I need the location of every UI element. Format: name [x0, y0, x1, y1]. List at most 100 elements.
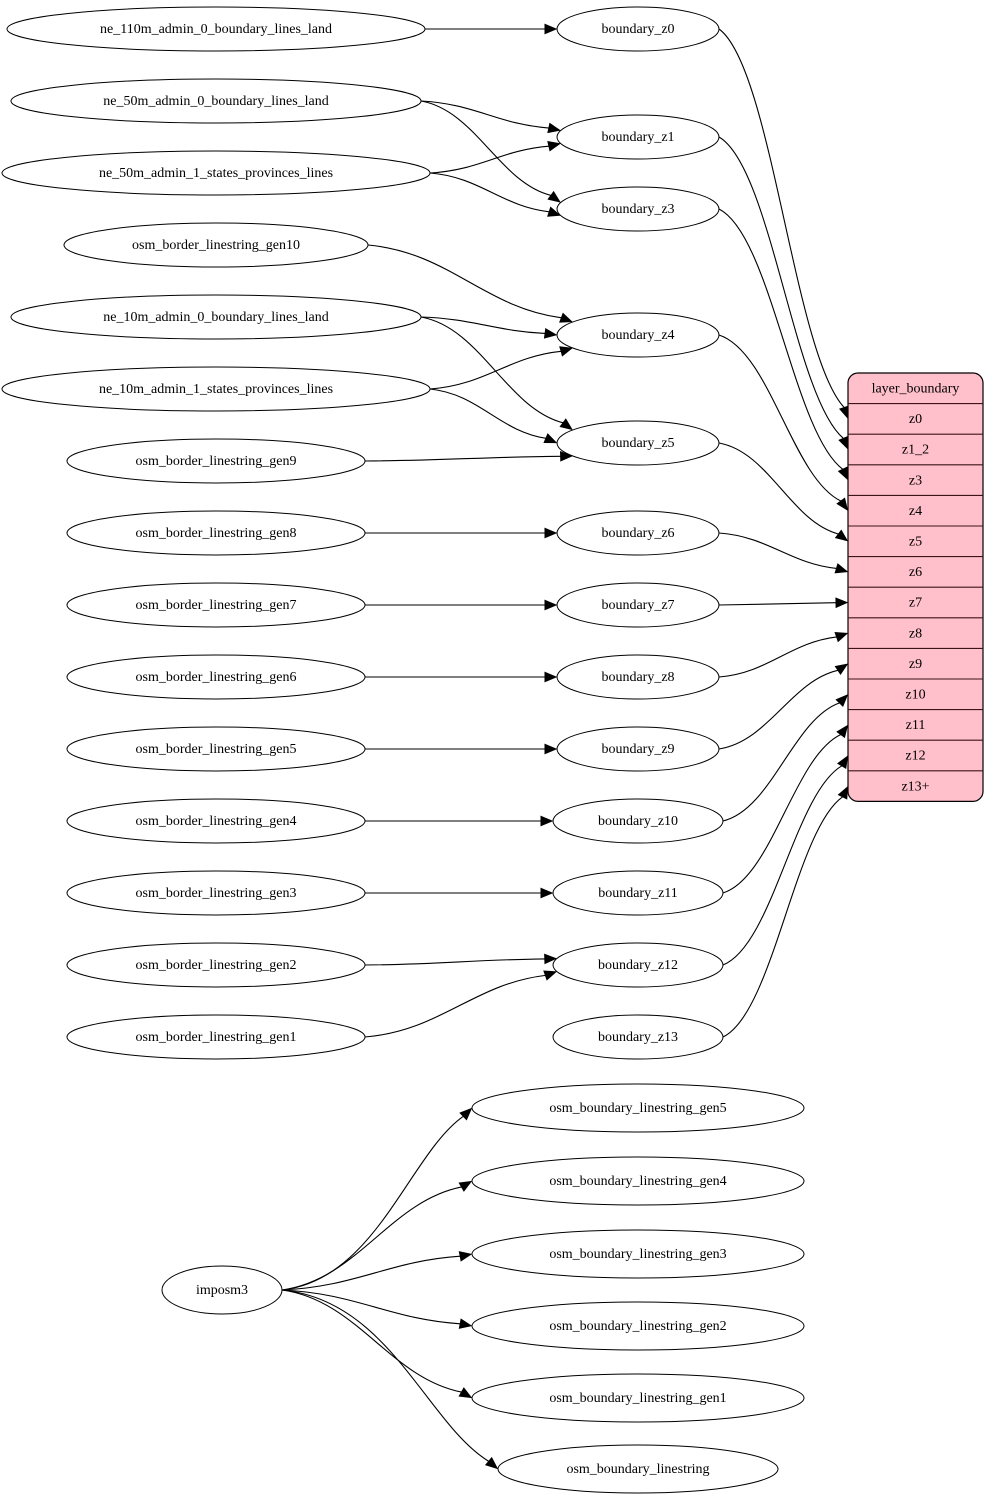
boundary-node-boundary_z7[interactable]: boundary_z7 [556, 582, 720, 628]
arrowhead-boundary_z8-to-z8 [834, 632, 849, 643]
source-node-osm_border_gen9[interactable]: osm_border_linestring_gen9 [66, 438, 366, 484]
arrowhead-boundary_z0-to-z0 [838, 405, 850, 420]
node-shape [556, 654, 720, 700]
node-shape [552, 1014, 724, 1060]
node-shape [63, 222, 369, 268]
node-shape [556, 114, 720, 160]
node-shape [161, 1265, 283, 1315]
arrowhead-ne_10m_admin_1-to-boundary_z5 [543, 433, 558, 444]
edge-imposm3-to-osm_boundary_linestring_gen5 [281, 1115, 464, 1291]
source-node-osm_border_gen7[interactable]: osm_border_linestring_gen7 [66, 582, 366, 628]
node-shape [556, 420, 720, 466]
edge-boundary_z12-to-z12 [722, 765, 843, 966]
edge-boundary_z1-to-z1_2 [718, 136, 844, 439]
imposm-target-osm_boundary_linestring_gen4[interactable]: osm_boundary_linestring_gen4 [471, 1156, 805, 1206]
arrowhead-boundary_z6-to-z6 [834, 563, 849, 574]
edge-imposm3-to-osm_boundary_linestring_gen3 [281, 1255, 461, 1291]
edge-ne_50m_admin_1-to-boundary_z1 [429, 145, 549, 174]
node-shape [556, 186, 720, 232]
boundary-node-boundary_z3[interactable]: boundary_z3 [556, 186, 720, 232]
node-shape [471, 1156, 805, 1206]
edge-boundary_z4-to-z4 [718, 334, 842, 502]
edge-boundary_z10-to-z10 [722, 702, 840, 822]
edge-ne_10m_admin_0-to-boundary_z5 [420, 316, 564, 424]
boundary-node-boundary_z5[interactable]: boundary_z5 [556, 420, 720, 466]
imposm-node[interactable]: imposm3 [161, 1265, 283, 1315]
node-shape [66, 942, 366, 988]
edge-osm_border_gen2-to-boundary_z12 [364, 958, 545, 966]
arrowhead-ne_110m_admin_0-to-boundary_z0 [544, 23, 558, 35]
source-node-osm_border_gen1[interactable]: osm_border_linestring_gen1 [66, 1014, 366, 1060]
node-shape [497, 1444, 779, 1494]
node-shape [66, 726, 366, 772]
arrowhead-boundary_z11-to-z11 [836, 724, 849, 739]
node-shape [471, 1083, 805, 1133]
arrowhead-imposm3-to-osm_boundary_linestring [484, 1456, 499, 1470]
edge-ne_10m_admin_0-to-boundary_z4 [420, 316, 546, 334]
boundary-node-boundary_z1[interactable]: boundary_z1 [556, 114, 720, 160]
source-node-ne_50m_admin_0[interactable]: ne_50m_admin_0_boundary_lines_land [10, 78, 422, 124]
source-node-osm_border_gen4[interactable]: osm_border_linestring_gen4 [66, 798, 366, 844]
edge-ne_10m_admin_1-to-boundary_z5 [429, 388, 547, 439]
boundary-node-boundary_z13[interactable]: boundary_z13 [552, 1014, 724, 1060]
node-shape [66, 438, 366, 484]
imposm-target-osm_boundary_linestring[interactable]: osm_boundary_linestring [497, 1444, 779, 1494]
arrowhead-ne_10m_admin_0-to-boundary_z5 [559, 418, 573, 431]
arrowhead-osm_border_gen3-to-boundary_z11 [540, 887, 554, 899]
node-shape [66, 1014, 366, 1060]
node-shape [10, 78, 422, 124]
arrowhead-osm_border_gen4-to-boundary_z10 [540, 815, 554, 827]
edge-boundary_z8-to-z8 [718, 636, 837, 678]
source-node-osm_border_gen2[interactable]: osm_border_linestring_gen2 [66, 942, 366, 988]
imposm-target-osm_boundary_linestring_gen3[interactable]: osm_boundary_linestring_gen3 [471, 1229, 805, 1279]
boundary-node-boundary_z8[interactable]: boundary_z8 [556, 654, 720, 700]
node-shape [1, 150, 431, 196]
boundary-node-boundary_z4[interactable]: boundary_z4 [556, 312, 720, 358]
node-shape [6, 6, 426, 52]
arrowhead-boundary_z4-to-z4 [836, 497, 849, 511]
imposm-target-osm_boundary_linestring_gen1[interactable]: osm_boundary_linestring_gen1 [471, 1373, 805, 1423]
source-node-ne_50m_admin_1[interactable]: ne_50m_admin_1_states_provinces_lines [1, 150, 431, 196]
node-shape [66, 654, 366, 700]
node-shape [66, 582, 366, 628]
node-shape [556, 312, 720, 358]
node-shape [471, 1301, 805, 1351]
source-node-ne_10m_admin_1[interactable]: ne_10m_admin_1_states_provinces_lines [1, 366, 431, 412]
node-shape [471, 1373, 805, 1423]
source-node-osm_border_gen5[interactable]: osm_border_linestring_gen5 [66, 726, 366, 772]
arrowhead-imposm3-to-osm_boundary_linestring_gen5 [459, 1107, 473, 1121]
boundary-node-boundary_z0[interactable]: boundary_z0 [556, 6, 720, 52]
arrowhead-osm_border_gen8-to-boundary_z6 [544, 527, 558, 539]
source-node-ne_110m_admin_0[interactable]: ne_110m_admin_0_boundary_lines_land [6, 6, 426, 52]
arrowhead-ne_10m_admin_0-to-boundary_z4 [543, 328, 558, 339]
imposm-target-osm_boundary_linestring_gen5[interactable]: osm_boundary_linestring_gen5 [471, 1083, 805, 1133]
source-node-osm_border_gen8[interactable]: osm_border_linestring_gen8 [66, 510, 366, 556]
edge-osm_border_gen10-to-boundary_z4 [367, 244, 562, 319]
node-shape [556, 510, 720, 556]
source-node-osm_border_gen3[interactable]: osm_border_linestring_gen3 [66, 870, 366, 916]
arrowhead-imposm3-to-osm_boundary_linestring_gen3 [458, 1251, 473, 1262]
arrowhead-boundary_z12-to-z12 [836, 755, 849, 769]
arrowhead-ne_50m_admin_0-to-boundary_z1 [547, 122, 561, 134]
boundary-node-boundary_z6[interactable]: boundary_z6 [556, 510, 720, 556]
arrowhead-osm_border_gen2-to-boundary_z12 [544, 953, 558, 965]
edge-boundary_z6-to-z6 [718, 532, 837, 569]
edge-boundary_z5-to-z5 [718, 442, 839, 535]
boundary-node-boundary_z9[interactable]: boundary_z9 [556, 726, 720, 772]
source-node-osm_border_gen10[interactable]: osm_border_linestring_gen10 [63, 222, 369, 268]
arrowhead-osm_border_gen5-to-boundary_z9 [544, 743, 558, 755]
edge-imposm3-to-osm_boundary_linestring_gen4 [281, 1186, 462, 1291]
arrowhead-imposm3-to-osm_boundary_linestring_gen4 [458, 1180, 473, 1192]
node-shape [556, 582, 720, 628]
boundary-node-boundary_z10[interactable]: boundary_z10 [552, 798, 724, 844]
imposm-target-osm_boundary_linestring_gen2[interactable]: osm_boundary_linestring_gen2 [471, 1301, 805, 1351]
node-shape [552, 870, 724, 916]
source-node-osm_border_gen6[interactable]: osm_border_linestring_gen6 [66, 654, 366, 700]
arrowhead-boundary_z5-to-z5 [834, 529, 849, 542]
boundary-node-boundary_z11[interactable]: boundary_z11 [552, 870, 724, 916]
boundary-node-boundary_z12[interactable]: boundary_z12 [552, 942, 724, 988]
node-shape [556, 6, 720, 52]
nodes-layer: ne_110m_admin_0_boundary_lines_land ne_50… [1, 6, 805, 1494]
source-node-ne_10m_admin_0[interactable]: ne_10m_admin_0_boundary_lines_land [10, 294, 422, 340]
edge-imposm3-to-osm_boundary_linestring_gen1 [281, 1289, 462, 1393]
